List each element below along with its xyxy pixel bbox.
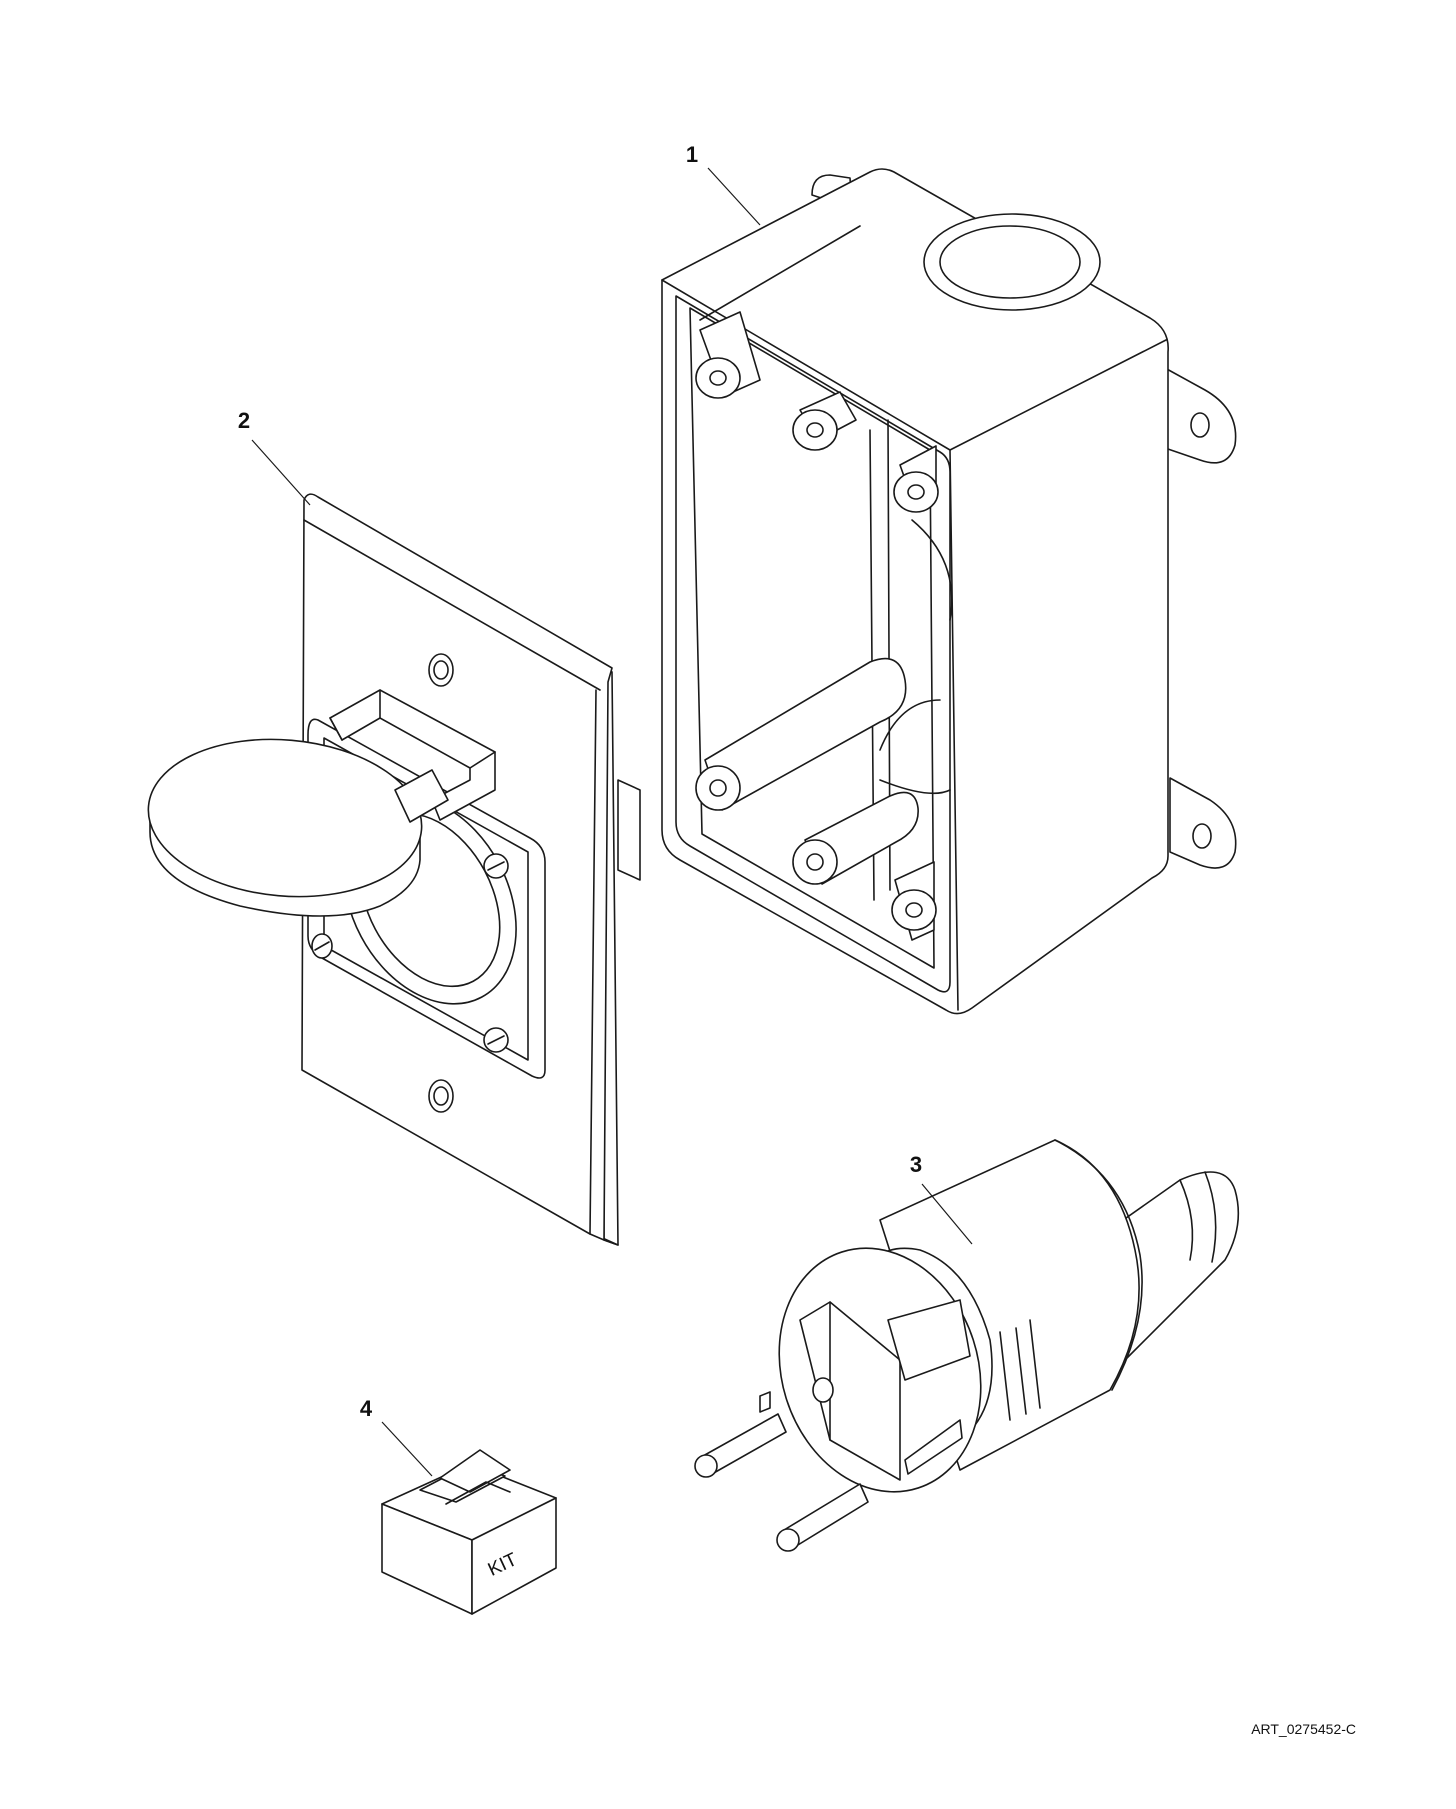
screw-boss bbox=[893, 445, 939, 513]
screw-boss bbox=[792, 391, 857, 451]
art-id: ART_0275452-C bbox=[1251, 1721, 1356, 1737]
callout-4: 4 bbox=[360, 1396, 373, 1421]
leader-line-4 bbox=[381, 1421, 433, 1477]
leader-line-2 bbox=[251, 439, 311, 506]
screw-boss-long bbox=[695, 657, 907, 811]
callout-2: 2 bbox=[238, 408, 250, 433]
screw-boss bbox=[695, 311, 761, 399]
part-4-kit-box: KIT bbox=[381, 1449, 557, 1615]
leader-line-1 bbox=[707, 167, 761, 226]
leader-line-3 bbox=[921, 1183, 973, 1245]
part-1-outlet-box bbox=[661, 168, 1237, 1015]
callout-3: 3 bbox=[910, 1152, 922, 1177]
part-3-plug bbox=[694, 1139, 1240, 1552]
part-2-receptacle-plate bbox=[147, 493, 641, 1246]
screw-boss bbox=[891, 861, 937, 941]
screw-boss-long bbox=[792, 791, 919, 885]
callout-1: 1 bbox=[686, 142, 698, 167]
